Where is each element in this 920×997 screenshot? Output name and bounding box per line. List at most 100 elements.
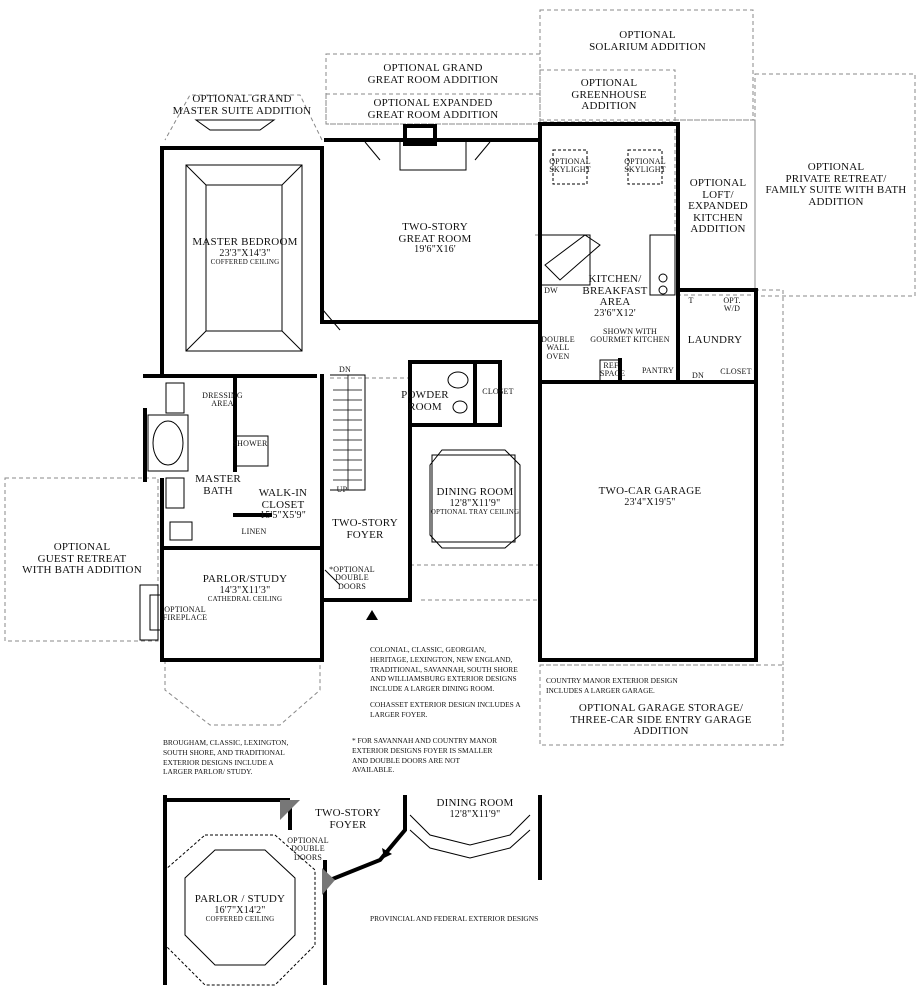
kitchen-name-3: AREA <box>599 296 631 309</box>
ref-space-label: REF SPACE <box>600 361 626 379</box>
master-bath-label: MASTER BATH <box>188 473 248 497</box>
fireplace-2: FIREPLACE <box>162 613 208 623</box>
inset-double-1: OPTIONAL <box>287 836 329 845</box>
inset-dining-label: DINING ROOM 12'8"X11'9" <box>425 797 525 820</box>
master-bath-name-2: BATH <box>203 484 233 497</box>
laundry-down-label: DN <box>692 371 704 380</box>
solarium-1: OPTIONAL <box>619 29 676 41</box>
private-retreat-3: FAMILY SUITE WITH BATH <box>765 184 907 197</box>
foyer-label: TWO-STORY FOYER <box>325 517 405 541</box>
kitchen-name-2: BREAKFAST <box>582 284 648 297</box>
skylight-a-1: OPTIONAL <box>549 157 591 166</box>
pantry-label: PANTRY <box>641 366 675 375</box>
loft-4: KITCHEN <box>693 211 743 224</box>
grand-master-2: MASTER SUITE ADDITION <box>172 104 312 117</box>
wd-1: OPT. <box>723 296 741 305</box>
private-retreat-option-label: OPTIONAL PRIVATE RETREAT/ FAMILY SUITE W… <box>758 161 914 208</box>
greenhouse-2: GREENHOUSE <box>571 88 647 101</box>
garage-label: TWO-CAR GARAGE 23'4"X19'5" <box>580 485 720 508</box>
laundry-label: LAUNDRY <box>687 334 743 346</box>
private-retreat-1: OPTIONAL <box>807 161 865 173</box>
loft-1: OPTIONAL <box>689 177 747 189</box>
dining-room-label: DINING ROOM 12'8"X11'9" OPTIONAL TRAY CE… <box>425 486 525 517</box>
greenhouse-3: ADDITION <box>581 100 637 113</box>
double-doors-2: DOUBLE <box>335 573 369 583</box>
garage-storage-option-label: OPTIONAL GARAGE STORAGE/ THREE-CAR SIDE … <box>545 702 777 738</box>
skylight-a-2: SKYLIGHT <box>549 165 591 175</box>
dining-name: DINING ROOM <box>436 486 514 498</box>
washer-dryer-label: OPT. W/D <box>712 296 752 314</box>
parlor-study-label: PARLOR/STUDY 14'3"X11'3" CATHEDRAL CEILI… <box>185 573 305 604</box>
expanded-great-2: GREAT ROOM ADDITION <box>367 108 499 121</box>
dining-note: OPTIONAL TRAY CEILING <box>430 508 520 517</box>
stair-down-label: DN <box>339 365 351 374</box>
closet-label-powder: CLOSET <box>482 387 514 396</box>
dressing-area-label: DRESSING AREA <box>195 391 250 409</box>
solarium-2: SOLARIUM ADDITION <box>589 40 706 53</box>
inset-foyer-2: FOYER <box>329 818 367 831</box>
powder-name-2: ROOM <box>408 400 442 413</box>
shower-label: SHOWER <box>232 439 268 448</box>
garage-dim: 23'4"X19'5" <box>624 496 676 508</box>
powder-name-1: POWDER <box>401 389 449 401</box>
fireplace-1: OPTIONAL <box>164 605 206 614</box>
note-brougham: BROUGHAM, CLASSIC, LEXINGTON, SOUTH SHOR… <box>163 738 289 777</box>
inset-double-2: DOUBLE <box>291 844 325 854</box>
dressing-name-2: AREA <box>211 399 234 409</box>
grand-great-room-option-label: OPTIONAL GRAND GREAT ROOM ADDITION <box>338 62 528 86</box>
stair-up-label: UP <box>336 485 348 494</box>
walls <box>143 122 758 662</box>
guest-retreat-option-label: OPTIONAL GUEST RETREAT WITH BATH ADDITIO… <box>8 541 156 577</box>
inset-caption: PROVINCIAL AND FEDERAL EXTERIOR DESIGNS <box>370 914 539 923</box>
walkin-name-1: WALK-IN <box>258 487 308 499</box>
inset-dining-dim: 12'8"X11'9" <box>449 808 501 820</box>
kitchen-label: KITCHEN/ BREAKFAST AREA 23'6"X12' <box>570 273 660 319</box>
expanded-great-1: OPTIONAL EXPANDED <box>373 97 493 109</box>
greenhouse-option-label: OPTIONAL GREENHOUSE ADDITION <box>562 77 656 113</box>
skylight-b-1: OPTIONAL <box>624 157 666 166</box>
inset-foyer-1: TWO-STORY <box>315 807 381 819</box>
parlor-note: CATHEDRAL CEILING <box>207 595 283 604</box>
solarium-option-label: OPTIONAL SOLARIUM ADDITION <box>560 29 735 53</box>
inset-dining-name: DINING ROOM <box>436 797 514 809</box>
tub-label: T <box>688 296 694 305</box>
foyer-name-2: FOYER <box>346 528 384 541</box>
note-cohasset: COHASSET EXTERIOR DESIGN INCLUDES A LARG… <box>370 700 521 719</box>
double-doors-option-label: *OPTIONAL DOUBLE DOORS <box>326 565 378 591</box>
grand-great-1: OPTIONAL GRAND <box>383 62 483 74</box>
garage-storage-2: THREE-CAR SIDE ENTRY GARAGE <box>570 713 752 726</box>
master-bedroom-label: MASTER BEDROOM 23'3"X14'3" COFFERED CEIL… <box>180 236 310 267</box>
loft-3: EXPANDED <box>688 200 748 213</box>
closet-label-laundry: CLOSET <box>720 367 752 376</box>
gourmet-2: GOURMET KITCHEN <box>590 335 670 345</box>
inset-parlor-dim: 16'7"X14'2" <box>214 904 266 916</box>
great-room-name-1: TWO-STORY <box>402 221 468 233</box>
guest-retreat-1: OPTIONAL <box>53 541 111 553</box>
loft-2: LOFT/ <box>702 188 734 201</box>
garage-name: TWO-CAR GARAGE <box>598 485 702 497</box>
double-wall-oven-label: DOUBLE WALL OVEN <box>536 335 580 361</box>
kitchen-name-1: KITCHEN/ <box>588 273 642 285</box>
master-bedroom-note: COFFERED CEILING <box>210 258 280 267</box>
loft-5: ADDITION <box>690 223 746 236</box>
grand-master-1: OPTIONAL GRAND <box>192 93 292 105</box>
garage-storage-3: ADDITION <box>633 725 689 738</box>
greenhouse-1: OPTIONAL <box>580 77 638 89</box>
parlor-name: PARLOR/STUDY <box>202 573 288 585</box>
inset-double-doors-label: OPTIONAL DOUBLE DOORS <box>282 836 334 862</box>
dishwasher-label: DW <box>544 286 558 295</box>
ref-space-2: SPACE <box>600 369 626 379</box>
great-room-name-2: GREAT ROOM <box>398 232 472 245</box>
loft-expanded-kitchen-option-label: OPTIONAL LOFT/ EXPANDED KITCHEN ADDITION <box>680 177 756 236</box>
grand-master-suite-option-label: OPTIONAL GRAND MASTER SUITE ADDITION <box>162 93 322 117</box>
garage-storage-1: OPTIONAL GARAGE STORAGE/ <box>578 702 744 714</box>
private-retreat-4: ADDITION <box>808 195 864 208</box>
private-retreat-2: PRIVATE RETREAT/ <box>785 172 887 185</box>
inset-foyer-label: TWO-STORY FOYER <box>308 807 388 831</box>
inset-parlor-label: PARLOR / STUDY 16'7"X14'2" COFFERED CEIL… <box>185 893 295 923</box>
inset-parlor-name: PARLOR / STUDY <box>194 893 286 905</box>
great-room-dim: 19'6"X16' <box>414 244 456 256</box>
foyer-name-1: TWO-STORY <box>332 517 398 529</box>
gourmet-1: SHOWN WITH <box>602 327 658 336</box>
